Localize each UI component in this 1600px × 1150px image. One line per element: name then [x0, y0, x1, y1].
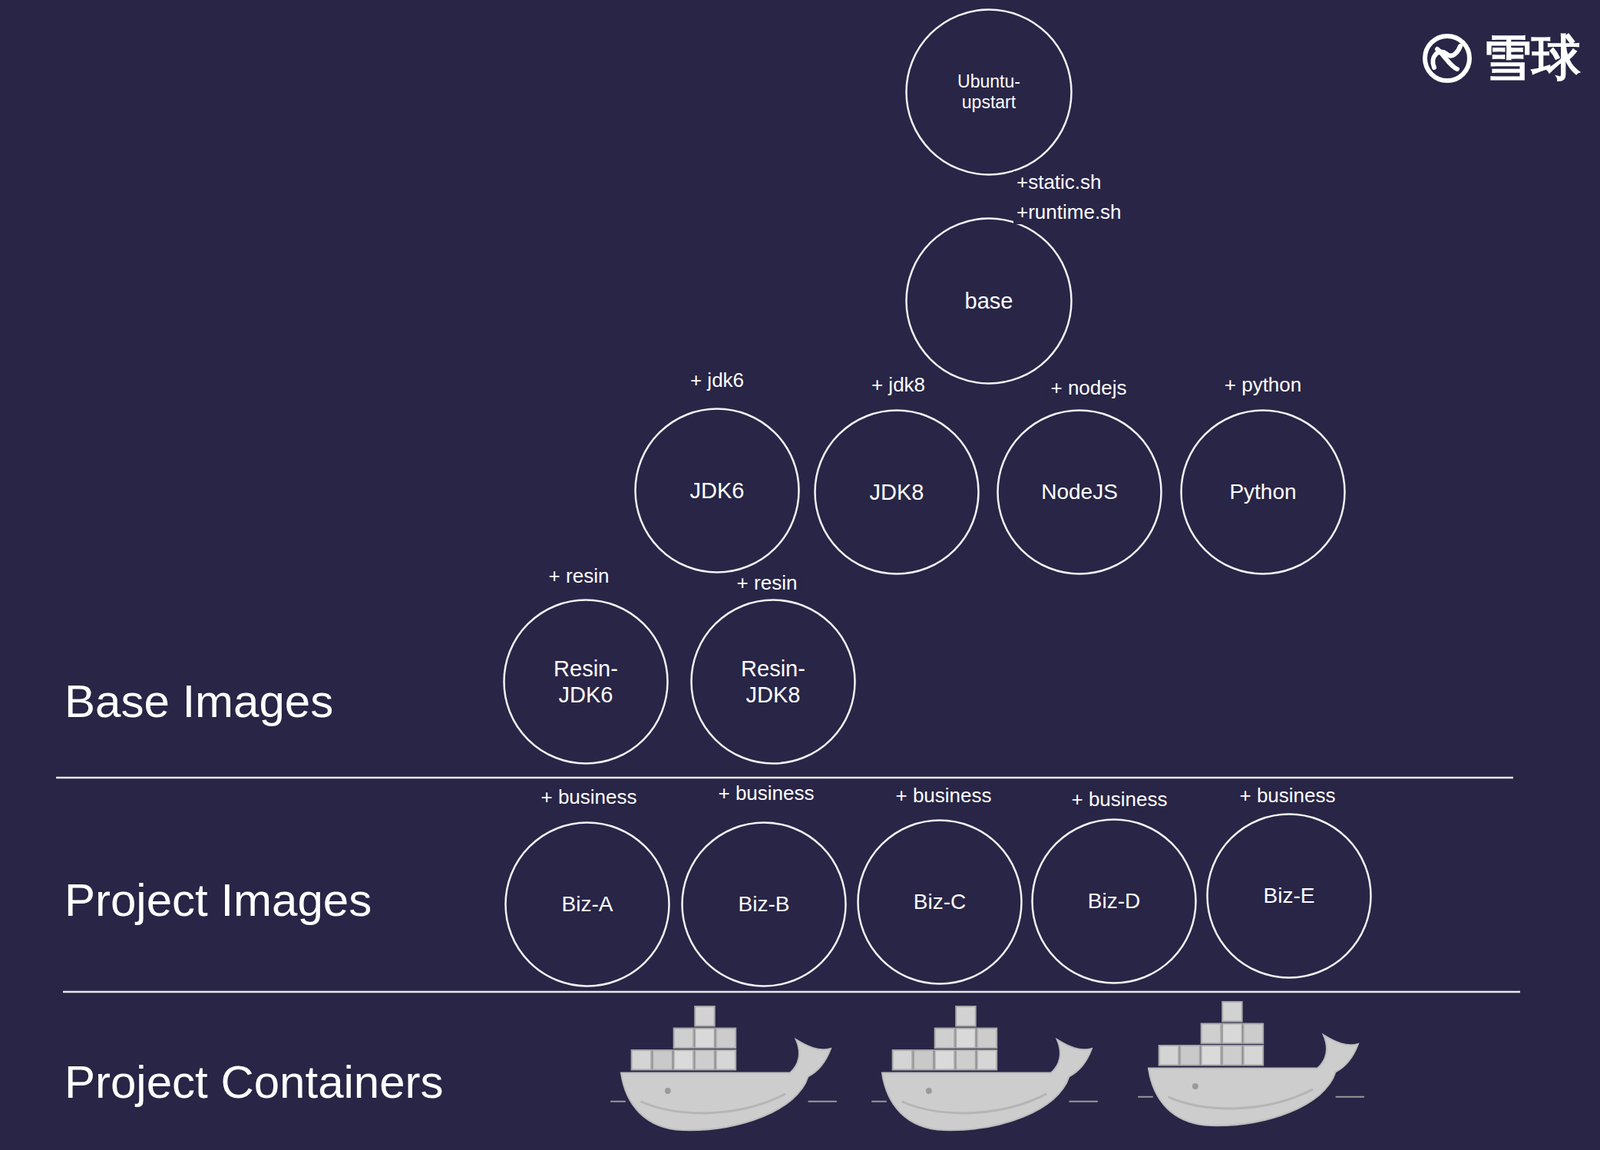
image-name: Biz-A	[561, 891, 614, 917]
layer-step: + business	[1236, 784, 1339, 808]
image-circle: Resin- JDK8	[690, 598, 857, 765]
image-name: Resin- JDK8	[731, 655, 815, 708]
layer-step: + business	[1067, 788, 1171, 812]
section-divider	[56, 776, 1514, 780]
docker-whale	[1137, 1001, 1365, 1126]
image-name: Biz-D	[1087, 888, 1141, 914]
layer-step: + resin	[733, 571, 801, 596]
layer-step: + business	[714, 782, 817, 806]
image-circle: Biz-E	[1206, 813, 1372, 979]
section-divider	[62, 991, 1521, 994]
circle-outline-shape	[1181, 410, 1346, 575]
node-label-group: Biz-B	[738, 891, 791, 917]
image-circle: Biz-C	[856, 819, 1023, 986]
layer-step: + resin	[545, 565, 613, 589]
circle-outline-shape	[691, 600, 856, 764]
section-title: Project Images	[61, 873, 375, 927]
node-label-group: Resin- JDK6	[544, 655, 628, 708]
section-title: Project Containers	[61, 1055, 447, 1109]
node-label-group: Biz-C	[913, 889, 966, 915]
circle-outline-shape	[858, 820, 1022, 985]
image-circle: base	[905, 217, 1073, 385]
docker-whale	[871, 1006, 1098, 1131]
node-label-group: JDK8	[869, 479, 925, 506]
image-circle: Biz-D	[1031, 818, 1197, 985]
logo-icon	[1424, 36, 1470, 81]
image-circle: Biz-A	[504, 821, 671, 988]
image-name: NodeJS	[1041, 479, 1118, 505]
layer-step: + business	[892, 784, 995, 808]
image-name: JDK8	[869, 479, 925, 506]
node-label-group: NodeJS	[1041, 479, 1118, 505]
circle-outline	[690, 598, 857, 765]
node-label-group: Ubuntu- upstart	[947, 71, 1032, 113]
image-circle: Resin- JDK6	[502, 598, 669, 765]
circle-outline	[502, 598, 669, 765]
circle-outline-shape	[504, 600, 668, 764]
docker-whale	[610, 1006, 837, 1131]
image-name: Python	[1229, 479, 1296, 505]
node-label-group: Resin- JDK8	[731, 655, 815, 708]
node-label-group: Biz-D	[1087, 888, 1141, 914]
image-name: Resin- JDK6	[544, 655, 628, 708]
image-circle: Ubuntu- upstart	[905, 8, 1073, 176]
node-label-group: Biz-E	[1263, 882, 1316, 909]
node-label-group: Python	[1229, 479, 1296, 505]
circle-outline-shape	[635, 409, 800, 573]
circle-outline-shape	[1207, 814, 1372, 979]
section-title: Base Images	[61, 674, 337, 728]
layer-step: + jdk6	[687, 369, 748, 393]
image-name: Ubuntu- upstart	[947, 71, 1032, 113]
node-label-group: base	[965, 287, 1014, 315]
image-name: Biz-B	[738, 891, 791, 917]
layer-step: + nodejs	[1047, 376, 1130, 400]
node-label-group: JDK6	[690, 477, 745, 504]
layer-step: + business	[537, 786, 640, 810]
layer-step: +static.sh	[1013, 171, 1105, 195]
circle-outline-shape	[998, 410, 1162, 575]
image-name: JDK6	[690, 477, 745, 504]
node-label-group: Biz-A	[561, 891, 614, 917]
layer-step: + python	[1221, 373, 1305, 397]
layer-step: + jdk8	[868, 373, 929, 397]
image-name: Biz-E	[1263, 882, 1316, 909]
image-circle: Python	[1180, 409, 1346, 576]
logo-text: 雪球	[1479, 29, 1584, 87]
image-circle: JDK6	[634, 407, 800, 574]
circle-outline-shape	[1032, 819, 1197, 984]
layer-step: +runtime.sh	[1013, 201, 1125, 225]
image-name: base	[965, 287, 1014, 315]
image-circle: Biz-B	[680, 821, 847, 988]
image-circle: JDK8	[813, 409, 980, 576]
circle-outline-shape	[682, 823, 847, 987]
circle-outline-shape	[505, 823, 670, 987]
circle-outline-shape	[906, 218, 1072, 384]
circle-outline-shape	[906, 9, 1072, 176]
image-name: Biz-C	[913, 889, 966, 915]
image-circle: NodeJS	[996, 409, 1163, 576]
circle-outline-shape	[815, 410, 979, 575]
